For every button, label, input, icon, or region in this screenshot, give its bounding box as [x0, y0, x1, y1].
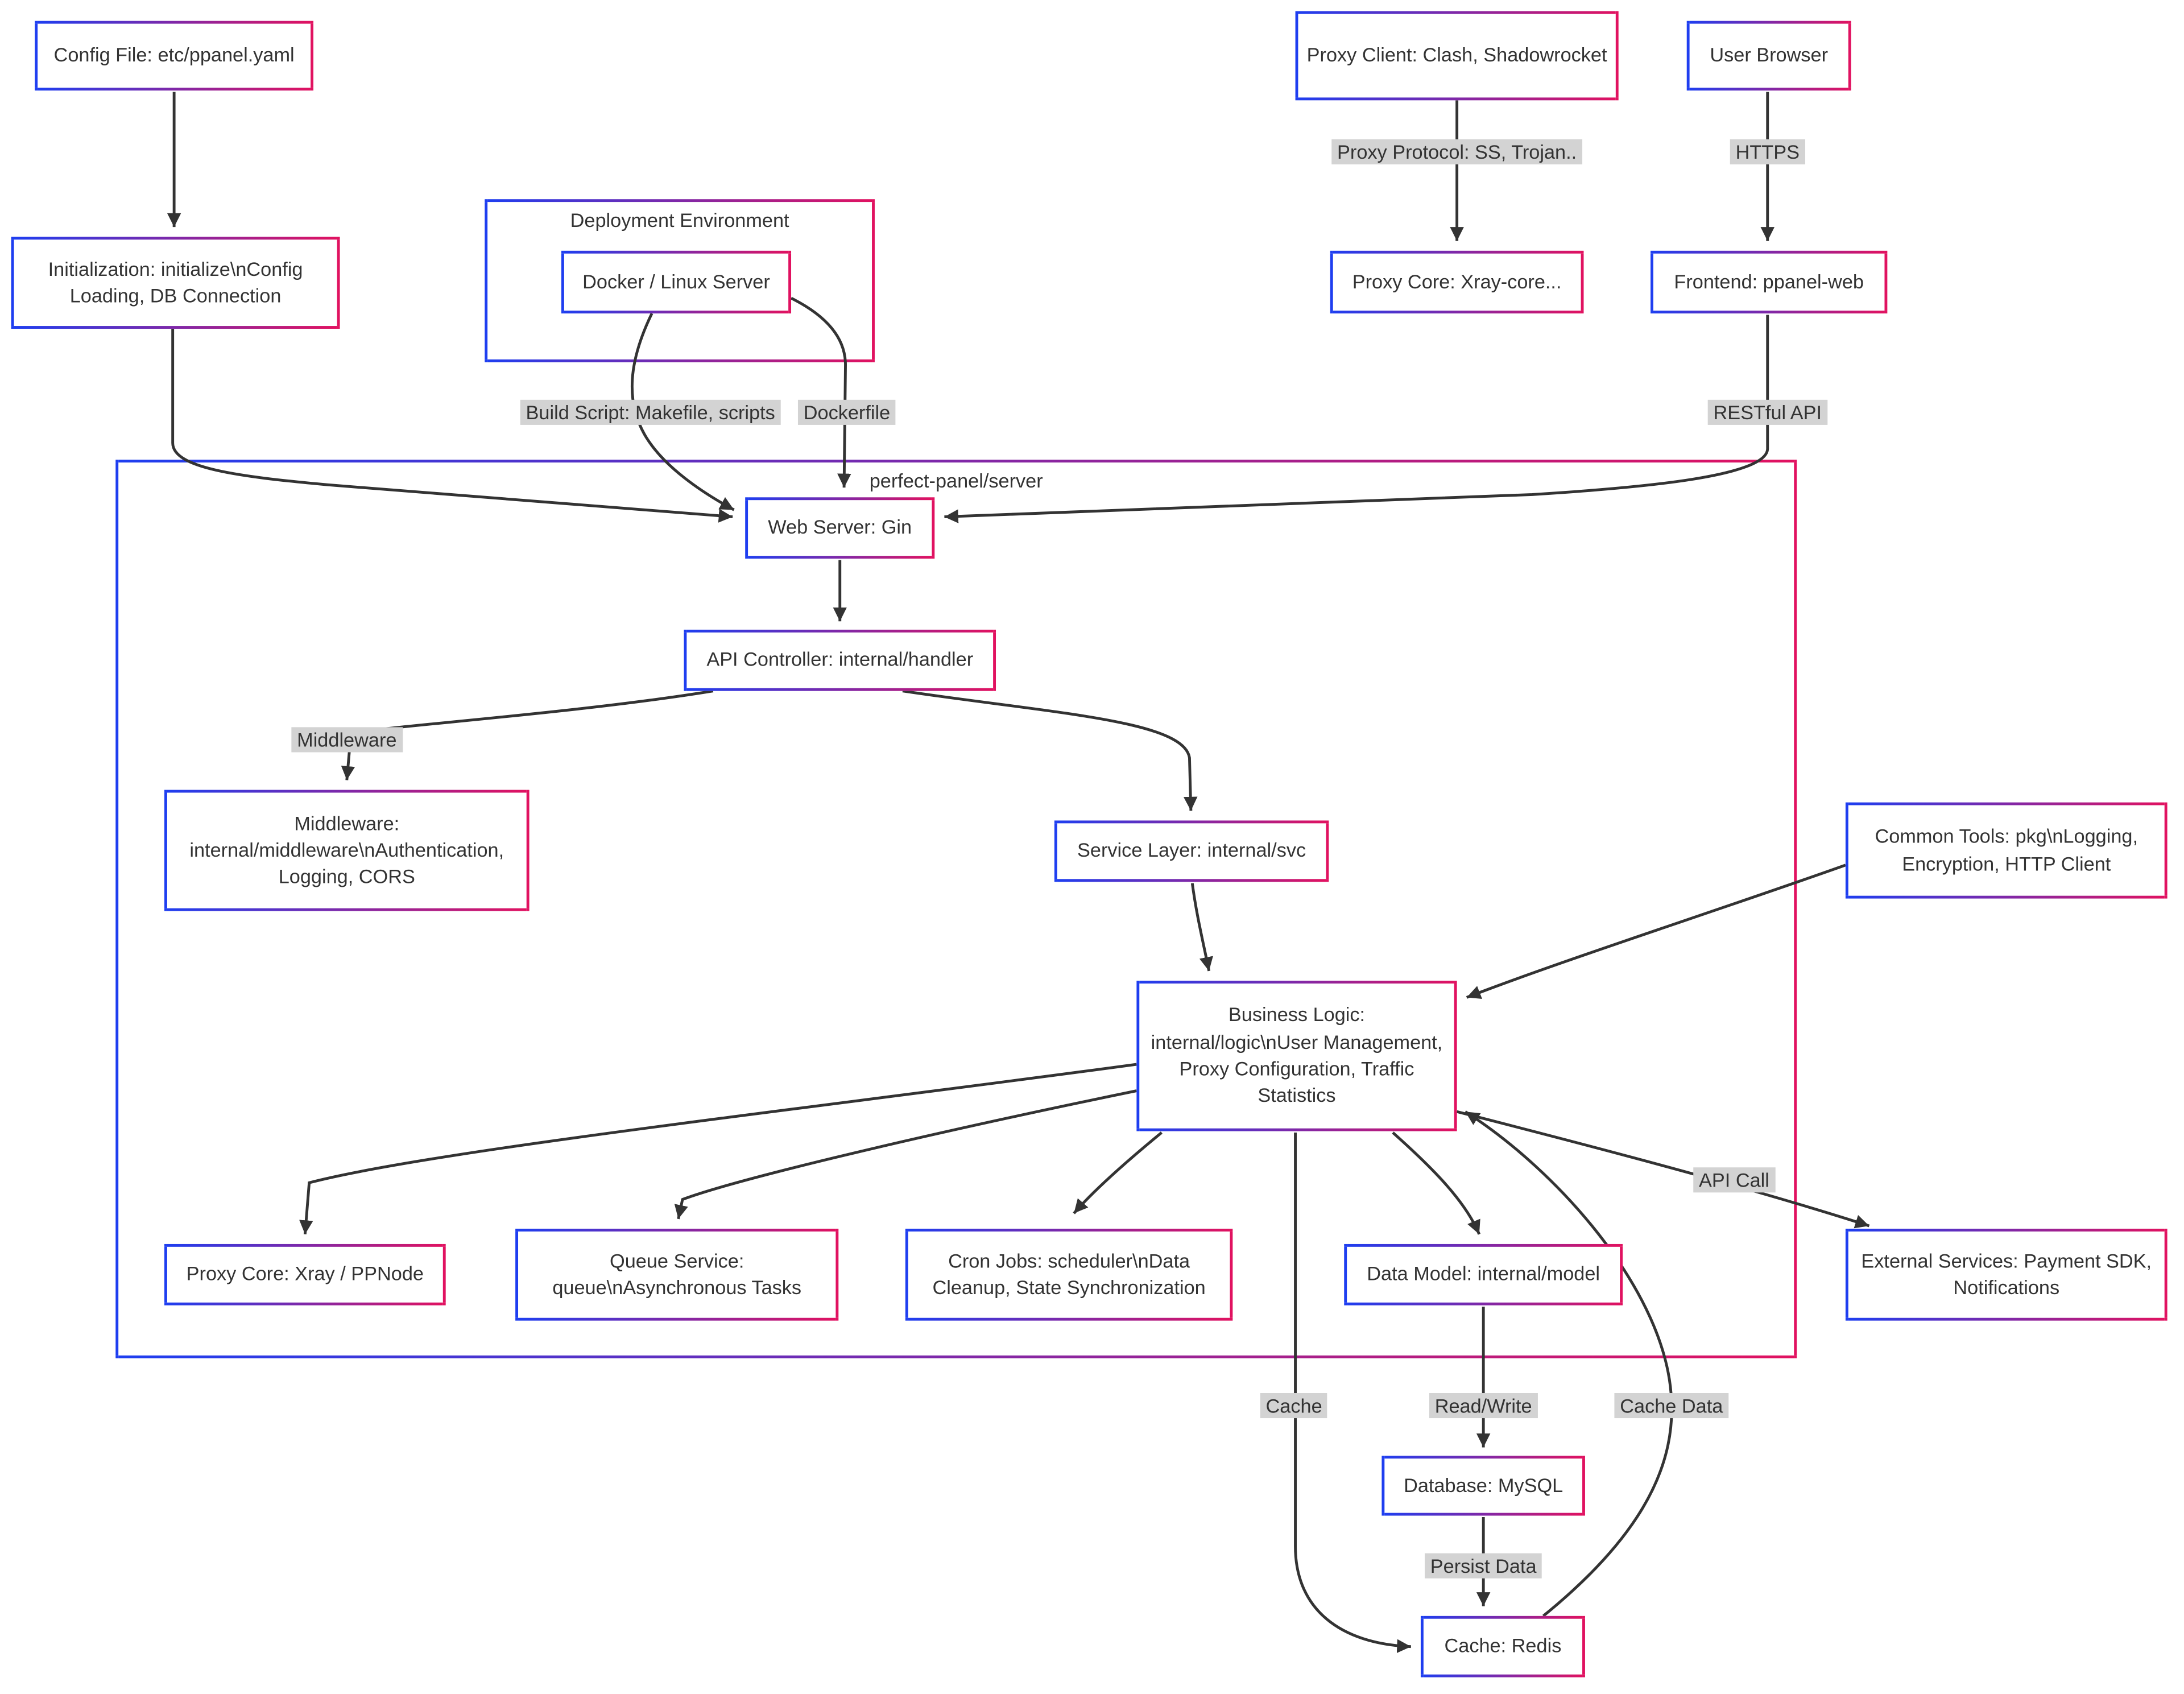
edge-label-persist-data: Persist Data: [1425, 1553, 1542, 1579]
node-proxy-core-xray: Proxy Core: Xray-core...: [1330, 250, 1584, 314]
edge-service-layer-to-business-logic: [1190, 883, 1213, 972]
edge-label-https: HTTPS: [1730, 139, 1805, 164]
node-proxy-client: Proxy Client: Clash, Shadowrocket: [1295, 11, 1619, 101]
edge-api-controller-to-service-layer: [902, 689, 1198, 811]
cluster-server-label: perfect-panel/server: [869, 469, 1043, 492]
edge-business-logic-to-proxy-core-node: [299, 1063, 1137, 1234]
node-common-tools: Common Tools: pkg\nLogging, Encryption, …: [1845, 802, 2168, 899]
edge-business-logic-to-external-services: [1457, 1110, 1870, 1229]
node-api-controller: API Controller: internal/handler: [684, 629, 996, 691]
edge-label-restful-api: RESTful API: [1707, 399, 1827, 425]
edge-label-proxy-protocol: Proxy Protocol: SS, Trojan..: [1331, 139, 1583, 164]
edge-label-read-write: Read/Write: [1429, 1393, 1538, 1419]
edge-label-cache-data: Cache Data: [1614, 1393, 1729, 1419]
edge-init-to-web-server: [171, 328, 733, 523]
node-proxy-core-ppnode: Proxy Core: Xray / PPNode: [164, 1243, 446, 1305]
node-cache-redis: Cache: Redis: [1420, 1616, 1585, 1678]
node-data-model: Data Model: internal/model: [1344, 1243, 1623, 1305]
node-docker-linux-server: Docker / Linux Server: [561, 250, 792, 314]
edge-common-tools-to-business-logic: [1466, 863, 1846, 999]
cluster-deployment-environment: Deployment Environment: [485, 199, 875, 362]
cluster-deployment-label: Deployment Environment: [570, 209, 789, 232]
edge-label-middleware: Middleware: [291, 727, 403, 753]
edge-docker-dockerfile-to-web-server: [790, 296, 851, 488]
edge-business-logic-to-data-model: [1392, 1131, 1481, 1235]
node-queue-service: Queue Service: queue\nAsynchronous Tasks: [515, 1229, 839, 1321]
edge-business-logic-to-cache-redis: [1294, 1133, 1411, 1653]
edge-label-dockerfile: Dockerfile: [797, 399, 896, 425]
edge-docker-build-script-to-web-server: [630, 312, 735, 511]
edge-label-api-call: API Call: [1693, 1167, 1775, 1193]
node-external-services: External Services: Payment SDK, Notifica…: [1845, 1229, 2168, 1321]
node-frontend: Frontend: ppanel-web: [1651, 250, 1888, 314]
node-business-logic: Business Logic: internal/logic\nUser Man…: [1136, 981, 1457, 1131]
edge-cache-redis-to-business-logic: [1465, 1110, 1673, 1617]
edge-business-logic-to-cron-jobs: [1073, 1131, 1163, 1214]
node-cron-jobs: Cron Jobs: scheduler\nData Cleanup, Stat…: [905, 1229, 1233, 1321]
node-middleware: Middleware: internal/middleware\nAuthent…: [164, 790, 530, 911]
node-web-server-gin: Web Server: Gin: [745, 497, 935, 559]
edge-frontend-to-web-server: [944, 315, 1769, 523]
node-user-browser: User Browser: [1686, 20, 1851, 91]
node-service-layer: Service Layer: internal/svc: [1054, 820, 1329, 882]
node-initialization: Initialization: initialize\nConfig Loadi…: [11, 237, 340, 329]
node-database-mysql: Database: MySQL: [1381, 1456, 1585, 1516]
edge-business-logic-to-queue-service: [674, 1089, 1137, 1220]
node-config-file: Config File: etc/ppanel.yaml: [35, 20, 314, 91]
edge-label-build-script: Build Script: Makefile, scripts: [520, 399, 781, 425]
edge-label-cache: Cache: [1260, 1393, 1328, 1419]
